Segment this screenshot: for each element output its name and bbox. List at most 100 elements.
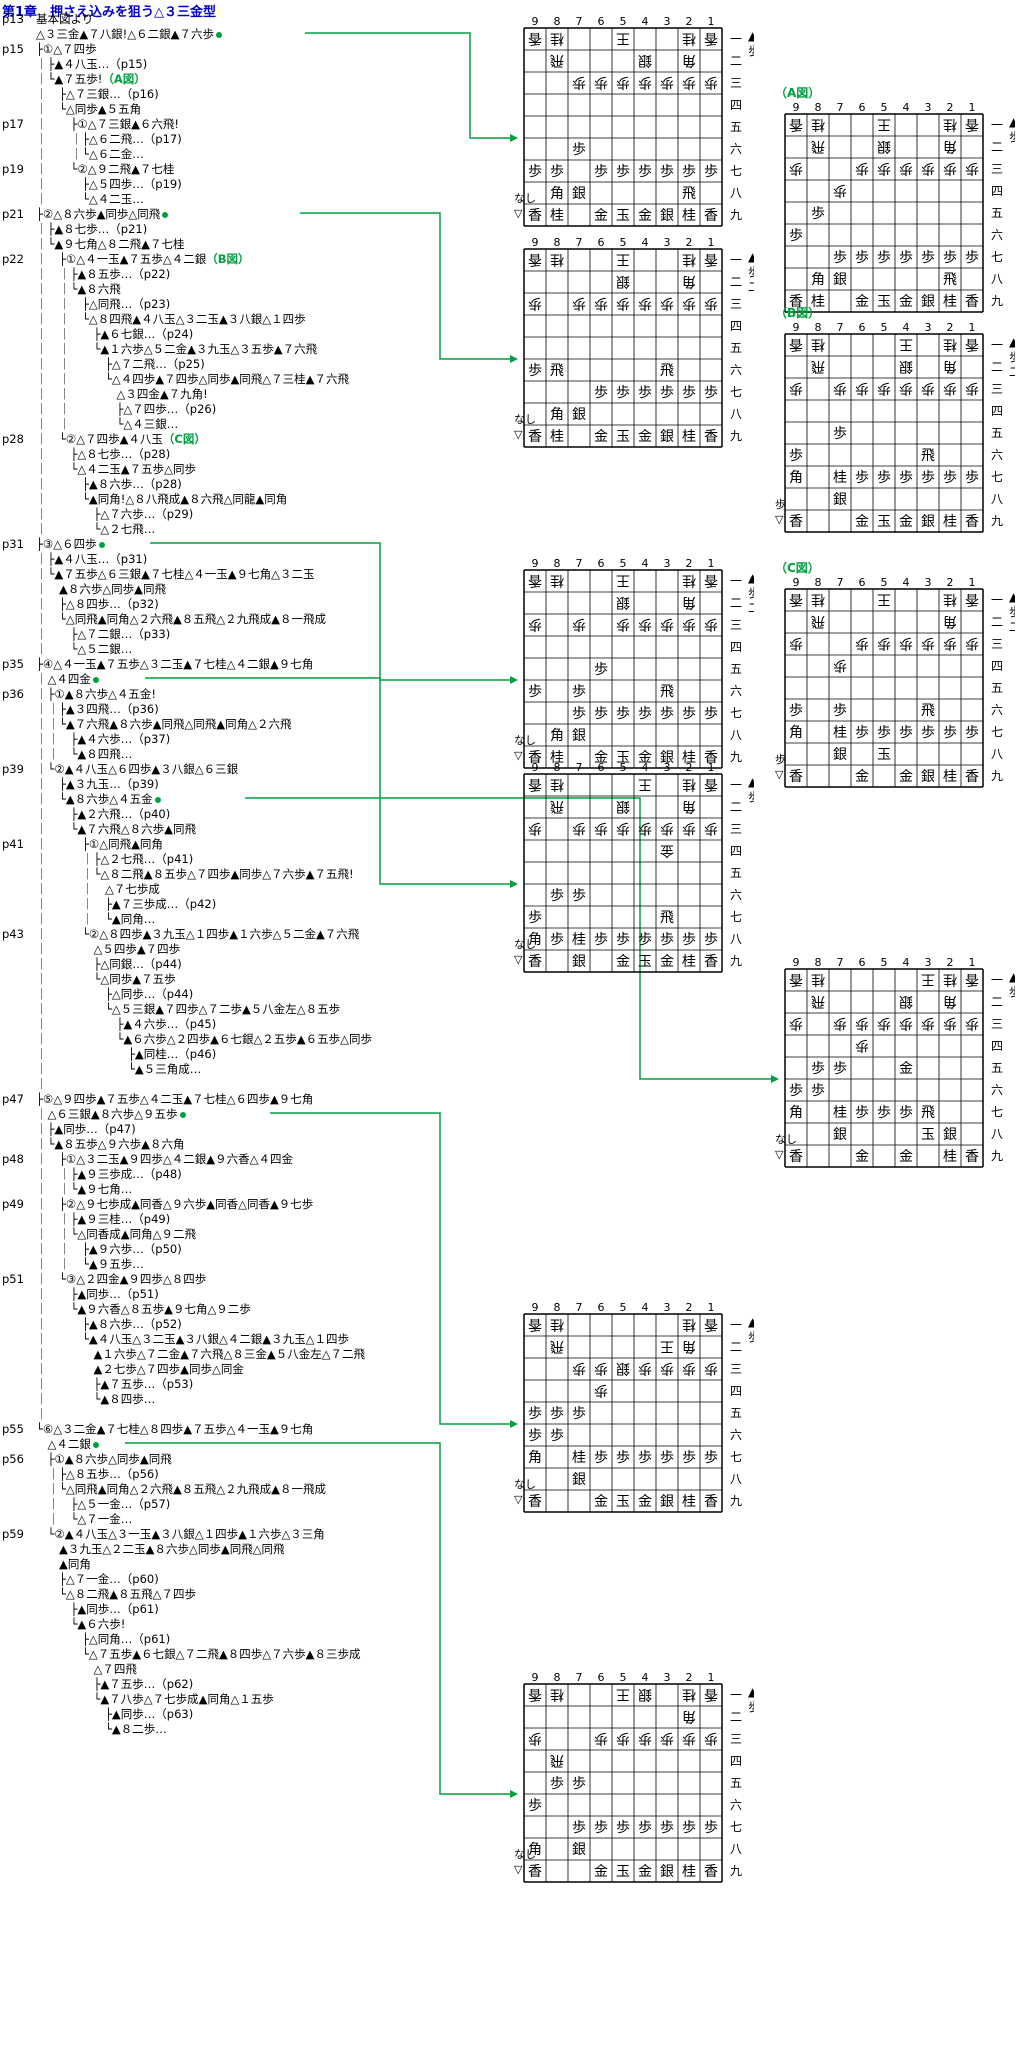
- hand-sente: ▲: [748, 250, 754, 264]
- piece: 歩: [594, 74, 608, 90]
- row-label: 七: [730, 385, 742, 399]
- piece: 桂: [943, 971, 957, 987]
- col-label: 5: [881, 576, 888, 589]
- move-line: ｜ └△７一金…: [36, 1512, 133, 1526]
- move-line: ｜△６三銀▲８六歩△９五歩: [36, 1107, 186, 1122]
- piece: 角: [682, 52, 696, 68]
- move-line: ｜ └▲４八玉△３二玉▲３八銀△４二銀▲３九玉△１四歩: [36, 1332, 349, 1346]
- piece: 銀: [616, 1360, 630, 1376]
- page-title: 第1章 押さえ込みを狙う△３三金型: [2, 5, 217, 20]
- piece: 歩: [572, 684, 586, 700]
- page-ref: p51: [2, 1272, 24, 1286]
- col-label: 5: [881, 321, 888, 334]
- piece: 歩: [877, 470, 891, 486]
- page-ref: p17: [2, 117, 24, 131]
- piece: 香: [528, 954, 542, 970]
- diagram-ref: （B図）: [206, 252, 250, 266]
- move-line: ｜├▲８七歩…（p21): [36, 222, 148, 236]
- move-line: ｜ ├▲３九玉…（p39): [36, 777, 159, 791]
- col-label: 9: [532, 1301, 539, 1314]
- piece: 歩: [833, 703, 847, 719]
- move-line: ｜ ｜├△２七飛…（p41): [36, 852, 194, 866]
- piece: 角: [811, 272, 825, 288]
- hand-gote: ▽: [514, 207, 523, 220]
- piece: 歩: [528, 1406, 542, 1422]
- piece: 歩: [921, 1015, 935, 1031]
- move-line: ｜ └③△２四金▲９四歩△８四歩: [36, 1272, 207, 1286]
- piece: 飛: [811, 138, 825, 154]
- piece: 飛: [550, 1338, 564, 1354]
- piece: 王: [616, 1686, 630, 1702]
- piece: 香: [704, 776, 718, 792]
- piece: 歩: [877, 1015, 891, 1031]
- col-label: 9: [793, 101, 800, 114]
- col-label: 1: [708, 557, 715, 570]
- piece: 角: [682, 594, 696, 610]
- piece: 桂: [811, 336, 825, 352]
- hand-sente: ▲: [1009, 590, 1015, 604]
- piece: 歩: [704, 616, 718, 632]
- piece: 角: [943, 613, 957, 629]
- piece: 歩: [528, 164, 542, 180]
- row-label: 七: [730, 706, 742, 720]
- piece: 金: [594, 208, 608, 224]
- piece: 王: [638, 776, 652, 792]
- piece: 歩: [594, 1730, 608, 1746]
- piece: 香: [965, 116, 979, 132]
- col-label: 2: [686, 236, 693, 249]
- move-line: ｜ ├△同歩…（p44): [36, 987, 194, 1001]
- col-label: 2: [686, 1301, 693, 1314]
- col-label: 5: [620, 1671, 627, 1684]
- move-line: ｜ ｜ └▲１六歩△５二金▲３九玉△３五歩▲７六飛: [36, 342, 318, 356]
- piece: 歩: [528, 295, 542, 311]
- move-line: └▲７八歩△７七歩成▲同角△１五歩: [36, 1692, 274, 1706]
- hand-sente: 歩: [748, 43, 754, 58]
- move-line: ├①▲８六歩△同歩▲同飛: [36, 1452, 172, 1466]
- piece: 桂: [833, 470, 847, 486]
- piece: 歩: [943, 380, 957, 396]
- row-label: 二: [730, 1710, 742, 1724]
- piece: 歩: [594, 662, 608, 678]
- col-label: 5: [881, 101, 888, 114]
- col-label: 7: [576, 761, 583, 774]
- piece: 角: [528, 1842, 542, 1858]
- move-line: ｜ ｜ ├▲９六歩…（p50): [36, 1242, 182, 1256]
- row-label: 七: [730, 164, 742, 178]
- piece: 飛: [921, 1105, 935, 1121]
- piece: 歩: [594, 820, 608, 836]
- move-line: ｜ ▲２七歩△７四歩▲同歩△同金: [36, 1362, 244, 1376]
- col-label: 6: [859, 956, 866, 969]
- col-label: 1: [708, 236, 715, 249]
- move-line: ├△同角…（p61): [36, 1632, 171, 1646]
- page-ref: p55: [2, 1422, 24, 1436]
- move-line: ｜ ├△同銀…（p44): [36, 957, 182, 971]
- move-line: ｜ ｜ └▲９五歩…: [36, 1257, 144, 1271]
- piece: 桂: [682, 1864, 696, 1880]
- move-line: ｜ ｜ ├▲６七銀…（p24): [36, 327, 194, 341]
- piece: 香: [789, 971, 803, 987]
- page-ref: p15: [2, 42, 24, 56]
- row-label: 六: [991, 703, 1003, 717]
- hand-gote: なし: [514, 192, 536, 205]
- piece: 香: [528, 1864, 542, 1880]
- hand-sente: ▲: [1009, 115, 1015, 129]
- piece: 桂: [682, 1494, 696, 1510]
- piece: 香: [528, 1494, 542, 1510]
- piece: 桂: [811, 591, 825, 607]
- hand-sente: 歩: [748, 585, 754, 600]
- piece: 歩: [877, 380, 891, 396]
- move-line: ｜ ├△５四歩…（p19): [36, 177, 182, 191]
- piece: 歩: [877, 1105, 891, 1121]
- piece: 金: [855, 294, 869, 310]
- page-ref: p59: [2, 1527, 24, 1541]
- piece: 歩: [528, 1730, 542, 1746]
- row-label: 九: [991, 769, 1003, 783]
- move-line: ｜ ｜ △７七歩成: [36, 882, 160, 896]
- piece: 香: [789, 769, 803, 785]
- piece: 桂: [682, 208, 696, 224]
- row-label: 四: [991, 404, 1003, 418]
- page-ref: p48: [2, 1152, 24, 1166]
